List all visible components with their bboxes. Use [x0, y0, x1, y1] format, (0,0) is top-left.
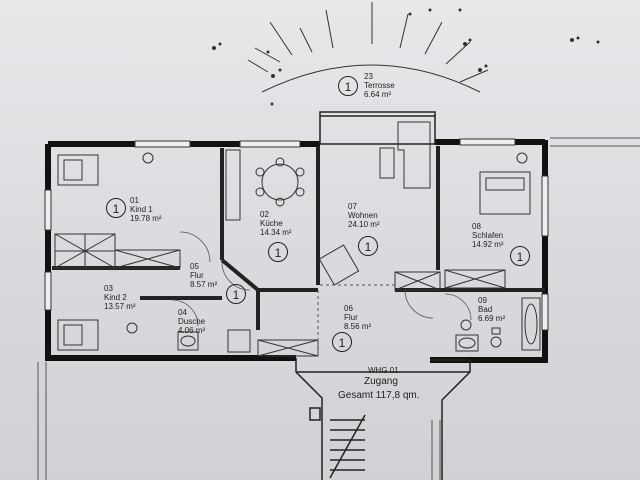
- axis-marker: 1: [358, 236, 378, 256]
- entrance-label: Zugang: [364, 376, 398, 387]
- unit-label: WHG 01: [368, 366, 399, 375]
- wardrobes: [54, 233, 506, 357]
- total-area-label: Gesamt 117,8 qm.: [338, 390, 420, 401]
- axis-marker: 1: [338, 76, 358, 96]
- outer-fence: [37, 137, 640, 480]
- door-swings: [171, 231, 472, 327]
- terrace-plants: [212, 8, 600, 106]
- terrace-rays: [247, 2, 489, 93]
- axis-marker: 1: [106, 198, 126, 218]
- axis-marker: 1: [332, 332, 352, 352]
- dashed-opening: [317, 284, 395, 356]
- terrace-bay: [319, 111, 436, 145]
- entrance: [295, 358, 471, 480]
- axis-marker: 1: [226, 284, 246, 304]
- axis-marker: 1: [510, 246, 530, 266]
- furniture: [57, 121, 541, 353]
- windows: [44, 138, 549, 331]
- axis-marker: 1: [268, 242, 288, 262]
